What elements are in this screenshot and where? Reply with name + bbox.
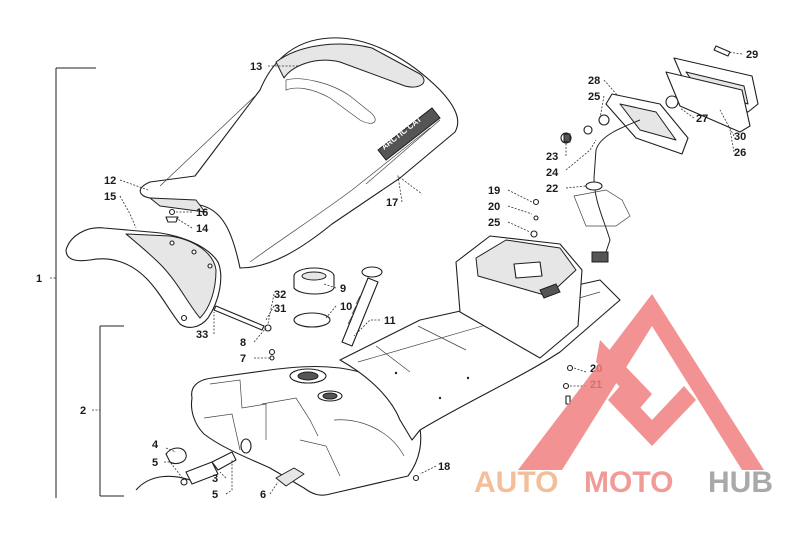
callout-2: 2 [80, 405, 86, 417]
callout-8: 8 [240, 337, 246, 349]
callout-25a: 25 [488, 217, 500, 229]
callout-24: 24 [546, 167, 559, 179]
cap-gasket [293, 312, 331, 328]
taillight-assembly [412, 45, 759, 482]
storage-tray [339, 235, 621, 441]
callout-3: 3 [212, 473, 218, 485]
callout-29: 29 [746, 49, 758, 61]
callout-26: 26 [734, 147, 746, 159]
callout-10: 10 [340, 301, 352, 313]
callout-14: 14 [196, 223, 209, 235]
hardware-left [165, 208, 276, 361]
callout-23: 23 [546, 151, 558, 163]
callout-22: 22 [546, 183, 558, 195]
watermark-m-icon [608, 386, 696, 446]
callout-27: 27 [696, 113, 708, 125]
watermark-auto: AUTO [474, 466, 558, 499]
fuel-cap [293, 267, 335, 295]
callout-31: 31 [274, 303, 286, 315]
callout-9: 9 [340, 283, 346, 295]
seat-backrest [65, 227, 222, 328]
seat: ARCTIC CAT [139, 37, 459, 269]
callout-5b: 5 [212, 489, 218, 501]
callout-32: 32 [274, 289, 286, 301]
watermark-hub: HUB [708, 466, 773, 499]
callout-4: 4 [152, 439, 159, 451]
watermark-logo: AUTO MOTO HUB [474, 294, 773, 499]
fuel-gauge [341, 266, 383, 347]
callout-30: 30 [734, 131, 746, 143]
callout-19: 19 [488, 185, 500, 197]
callout-33: 33 [196, 329, 208, 341]
group-bracket-1 [55, 67, 96, 498]
callout-11: 11 [384, 315, 396, 327]
fuel-tank [190, 365, 422, 496]
watermark-moto: MOTO [584, 466, 673, 499]
callout-15: 15 [104, 191, 116, 203]
leader-lines [50, 51, 743, 495]
callout-5a: 5 [152, 457, 158, 469]
callout-20a: 20 [488, 201, 500, 213]
callout-25b: 25 [588, 91, 600, 103]
drain-fittings [135, 447, 237, 491]
callout-28: 28 [588, 75, 600, 87]
callout-13: 13 [250, 61, 262, 73]
callout-17: 17 [386, 197, 398, 209]
callout-12: 12 [104, 175, 116, 187]
watermark-triangle-icon [518, 294, 764, 470]
group-bracket-2 [99, 325, 124, 497]
watermark-chevron-icon [596, 340, 652, 408]
callout-18: 18 [438, 461, 450, 473]
callout-7: 7 [240, 353, 246, 365]
callout-6: 6 [260, 489, 266, 501]
callout-16: 16 [196, 207, 208, 219]
callout-1: 1 [36, 273, 42, 285]
callout-labels: 13 12 15 16 14 17 1 2 32 31 33 8 7 9 10 … [36, 49, 758, 501]
